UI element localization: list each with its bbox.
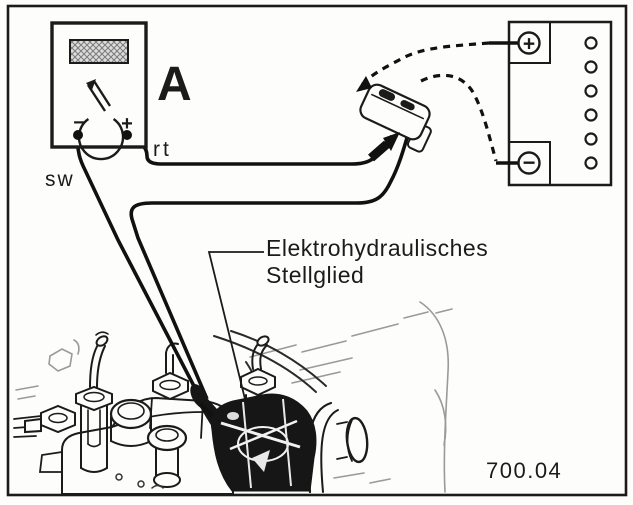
battery-plus-terminal: [517, 31, 541, 55]
caption-leader-line: [207, 251, 264, 441]
battery-cell: [584, 156, 598, 170]
battery-minus-symbol: −: [523, 150, 536, 175]
battery-minus-terminal: [517, 151, 541, 175]
battery-minus-post-box: [509, 141, 551, 185]
battery-cell: [584, 84, 598, 98]
black-wire-label: sw: [45, 168, 75, 191]
battery: + −: [489, 20, 613, 187]
pump-detail-marks: [115, 473, 164, 489]
plug-direction-arrow: [368, 132, 400, 162]
ammeter-terminal-plus: [122, 130, 132, 140]
return-wire: [129, 130, 411, 400]
ammeter-unit-label: A: [157, 58, 192, 111]
injector-fitting-4: [146, 424, 188, 488]
injector-fitting-1: [75, 331, 113, 473]
red-wire-label: rt: [153, 138, 172, 161]
ammeter-plus-mark: +: [121, 113, 133, 135]
figure-number: 700.04: [486, 458, 562, 483]
dashed-lead-to-minus: [420, 73, 498, 162]
dashed-lead-to-plus: [360, 41, 490, 87]
battery-cell: [584, 60, 598, 74]
electrohydraulic-actuator: [190, 384, 317, 492]
ammeter-display: [69, 39, 129, 64]
battery-plus-symbol: +: [523, 33, 535, 56]
battery-cell: [584, 36, 598, 50]
battery-plus-post-box: [509, 22, 551, 64]
pump-cap: [109, 398, 153, 447]
battery-cells: [584, 36, 598, 170]
dashed-lead-arrowhead: [356, 76, 372, 92]
pipe-fitting-oval: [336, 416, 369, 464]
engine-illustration: [13, 301, 453, 495]
injector-fitting-2: [152, 342, 189, 401]
actuator-connector-plug: [359, 83, 432, 153]
sketch-lines: [15, 301, 453, 493]
figure-frame: [6, 4, 628, 497]
plug-slot-2: [400, 99, 415, 111]
caption-line-2: Stellglied: [266, 262, 364, 288]
plug-slot-1: [378, 89, 396, 101]
caption: Elektrohydraulisches Stellglied: [266, 235, 488, 288]
hex-nut-left: [13, 404, 76, 438]
ammeter-minus-mark: −: [73, 112, 85, 134]
caption-line-1: Elektrohydraulisches: [266, 235, 488, 261]
battery-cell: [584, 132, 598, 146]
ammeter-terminal-minus: [73, 130, 83, 140]
ammeter: − +: [50, 21, 148, 161]
battery-cell: [584, 108, 598, 122]
